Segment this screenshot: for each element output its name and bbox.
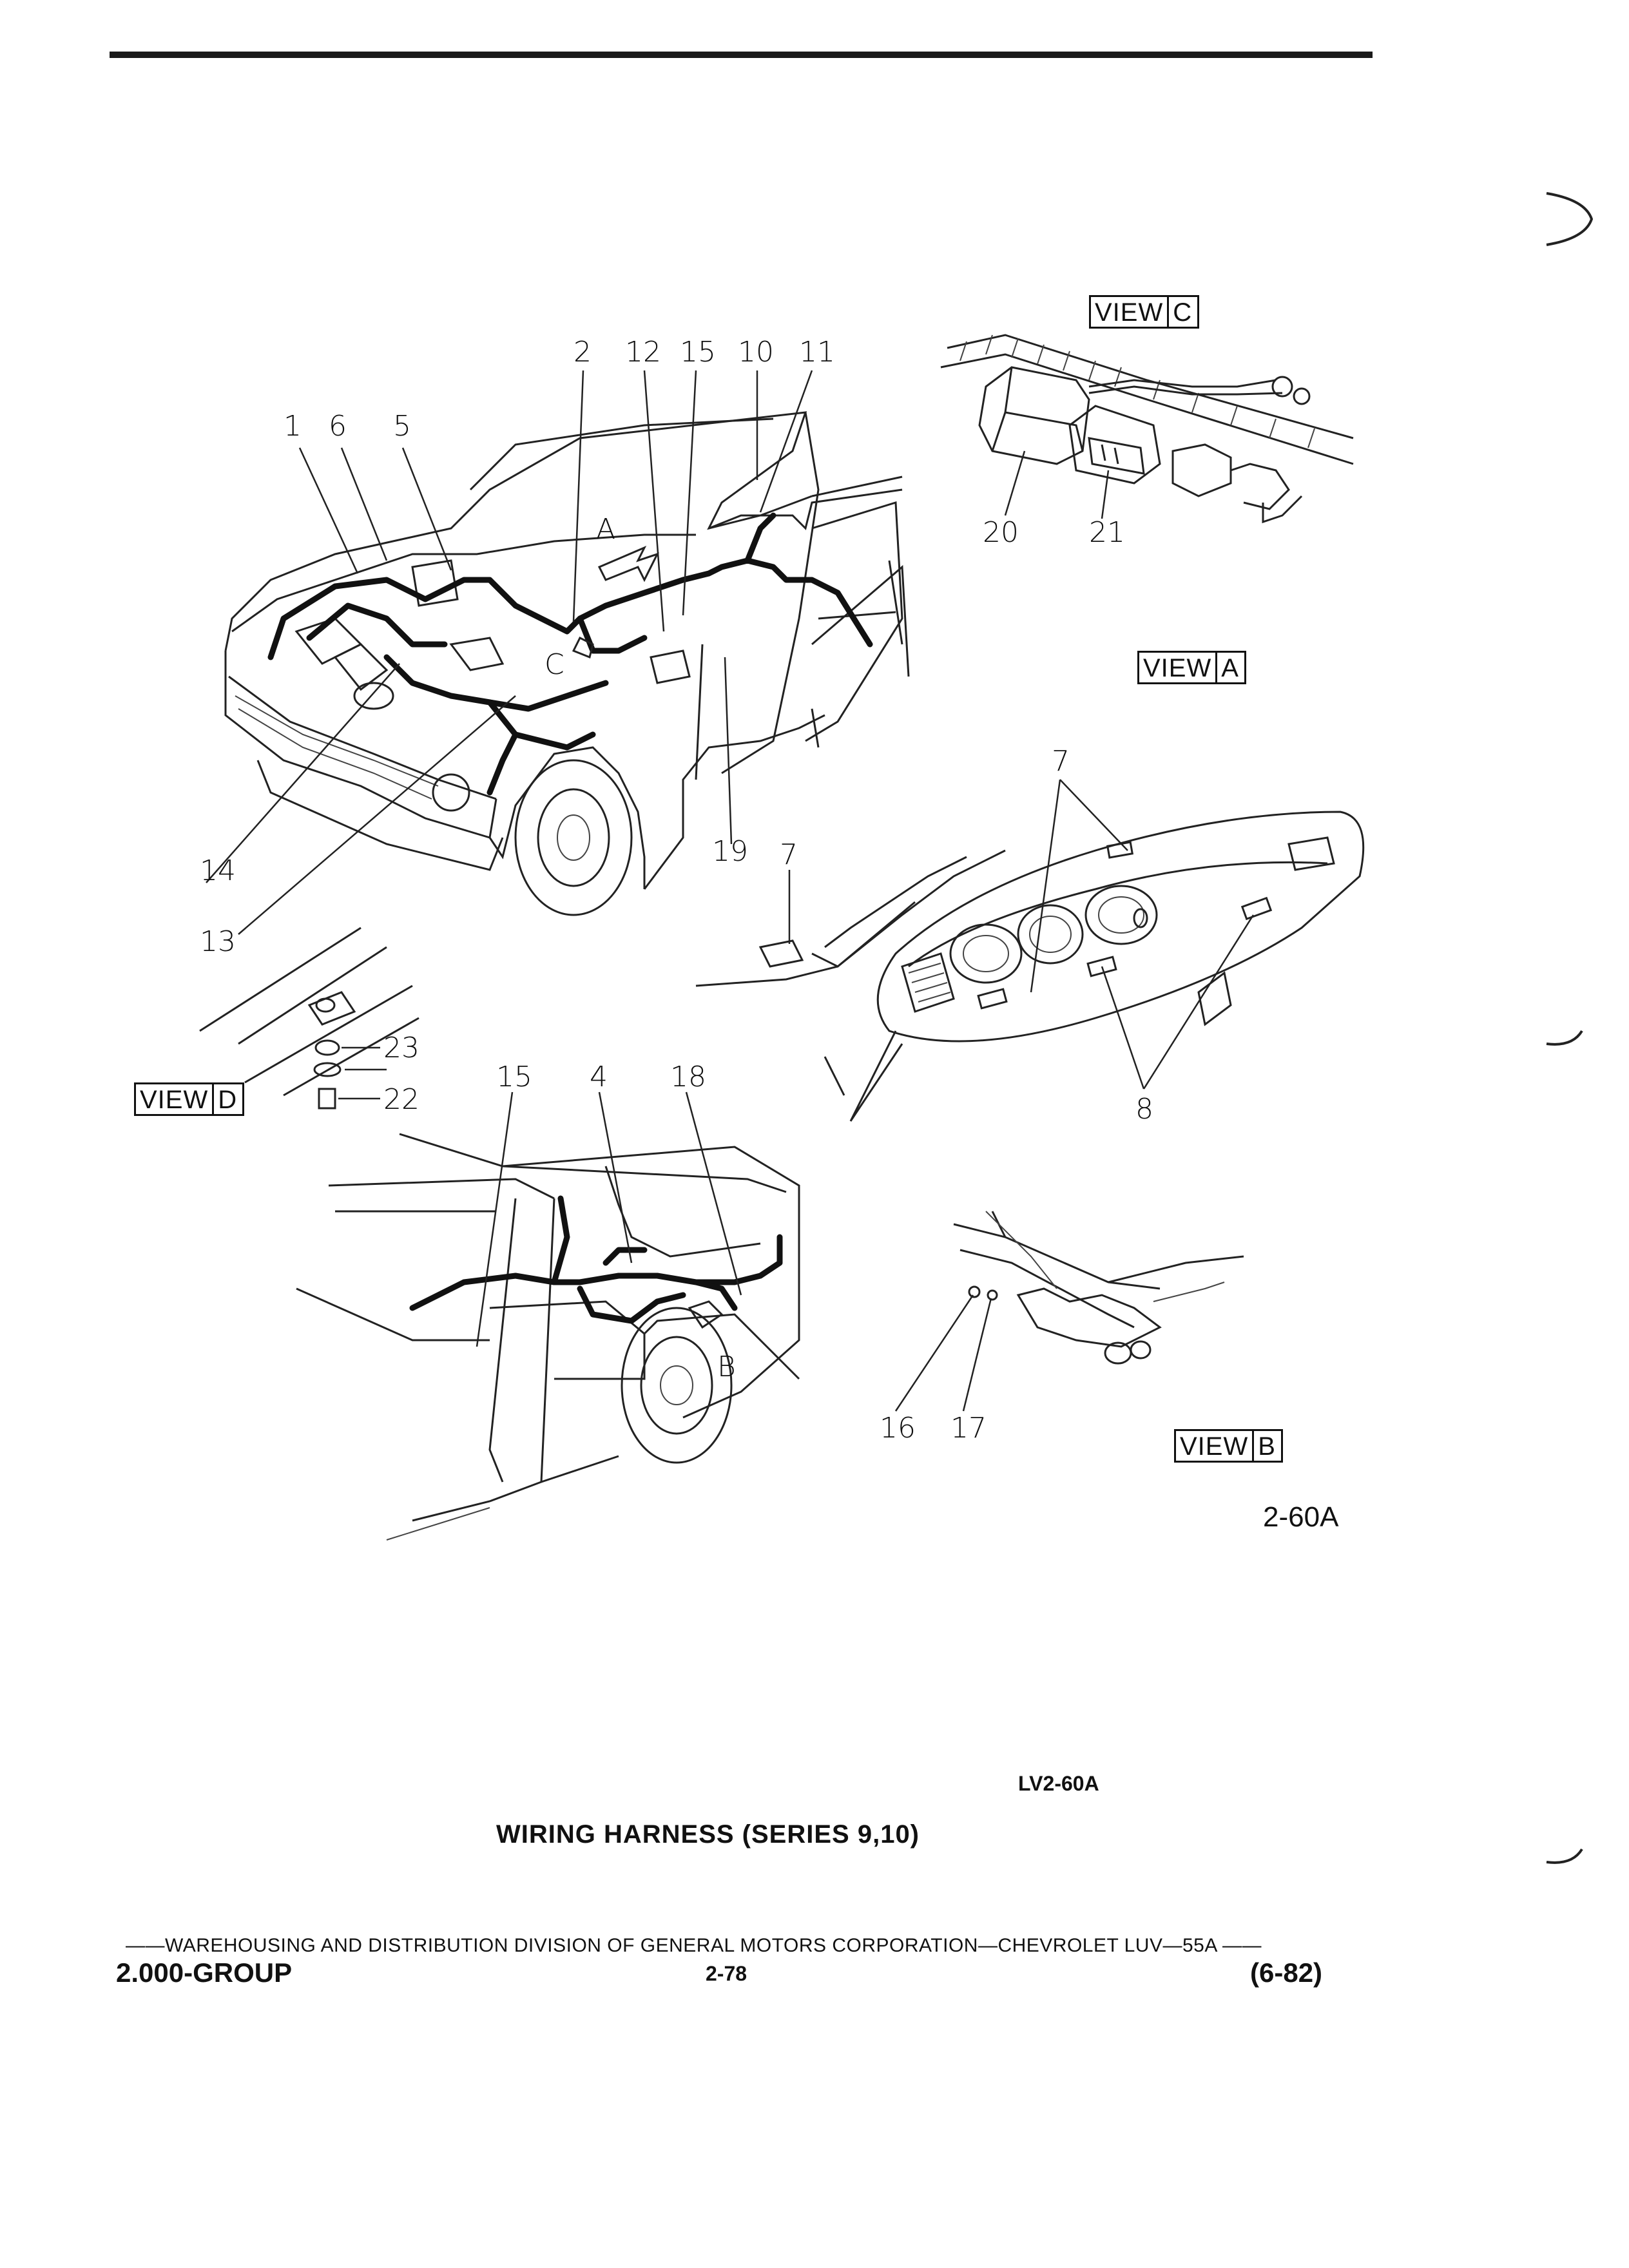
callout-16: 16 [880,1412,916,1445]
figure-number: 2-60A [1263,1501,1339,1533]
footer-page-number: 2-78 [706,1962,747,1985]
binder-mark-top [1546,192,1594,246]
callout-1: 1 [284,410,302,443]
footer-group: 2.000-GROUP [116,1957,293,1988]
figure-code: LV2-60A [1018,1772,1099,1795]
binder-mark-bottom [1546,1848,1583,1864]
callout-7-dash: 7 [1052,745,1070,778]
callout-6: 6 [329,410,347,443]
callout-15-rear: 15 [496,1061,532,1093]
view-a-drawing [695,779,1365,1122]
main-truck-drawing [206,370,910,935]
callout-15: 15 [680,336,716,369]
callout-17: 17 [950,1412,987,1445]
callout-20: 20 [983,516,1019,549]
callout-7-switch: 7 [780,838,798,871]
callout-23: 23 [383,1032,419,1064]
callout-10: 10 [738,336,774,369]
arrow-label-a: A [596,513,616,546]
arrow-c [572,636,594,659]
arrow-label-b: B [717,1350,736,1383]
callout-2: 2 [574,336,592,369]
top-rule [110,52,1373,58]
arrow-a [597,546,659,582]
footer-publisher-line: ——WAREHOUSING AND DISTRIBUTION DIVISION … [126,1935,1262,1956]
callout-14: 14 [200,854,236,887]
callout-5: 5 [393,410,411,443]
callout-19: 19 [712,835,748,868]
callout-21: 21 [1089,516,1125,549]
view-b-drawing [894,1211,1244,1412]
callout-12: 12 [625,336,661,369]
footer-date: (6-82) [1250,1957,1323,1988]
arrow-label-c: C [545,648,564,681]
view-d-drawing [199,927,419,1110]
callout-4: 4 [590,1061,608,1093]
callout-18: 18 [670,1061,706,1093]
view-c-drawing [940,334,1354,524]
callout-8: 8 [1135,1093,1153,1126]
binder-mark-middle [1546,1030,1583,1046]
rear-view-drawing [296,1091,800,1541]
callout-13: 13 [200,925,236,958]
callout-11: 11 [799,336,835,369]
figure-caption: WIRING HARNESS (SERIES 9,10) [496,1820,920,1849]
callout-22: 22 [383,1083,419,1116]
